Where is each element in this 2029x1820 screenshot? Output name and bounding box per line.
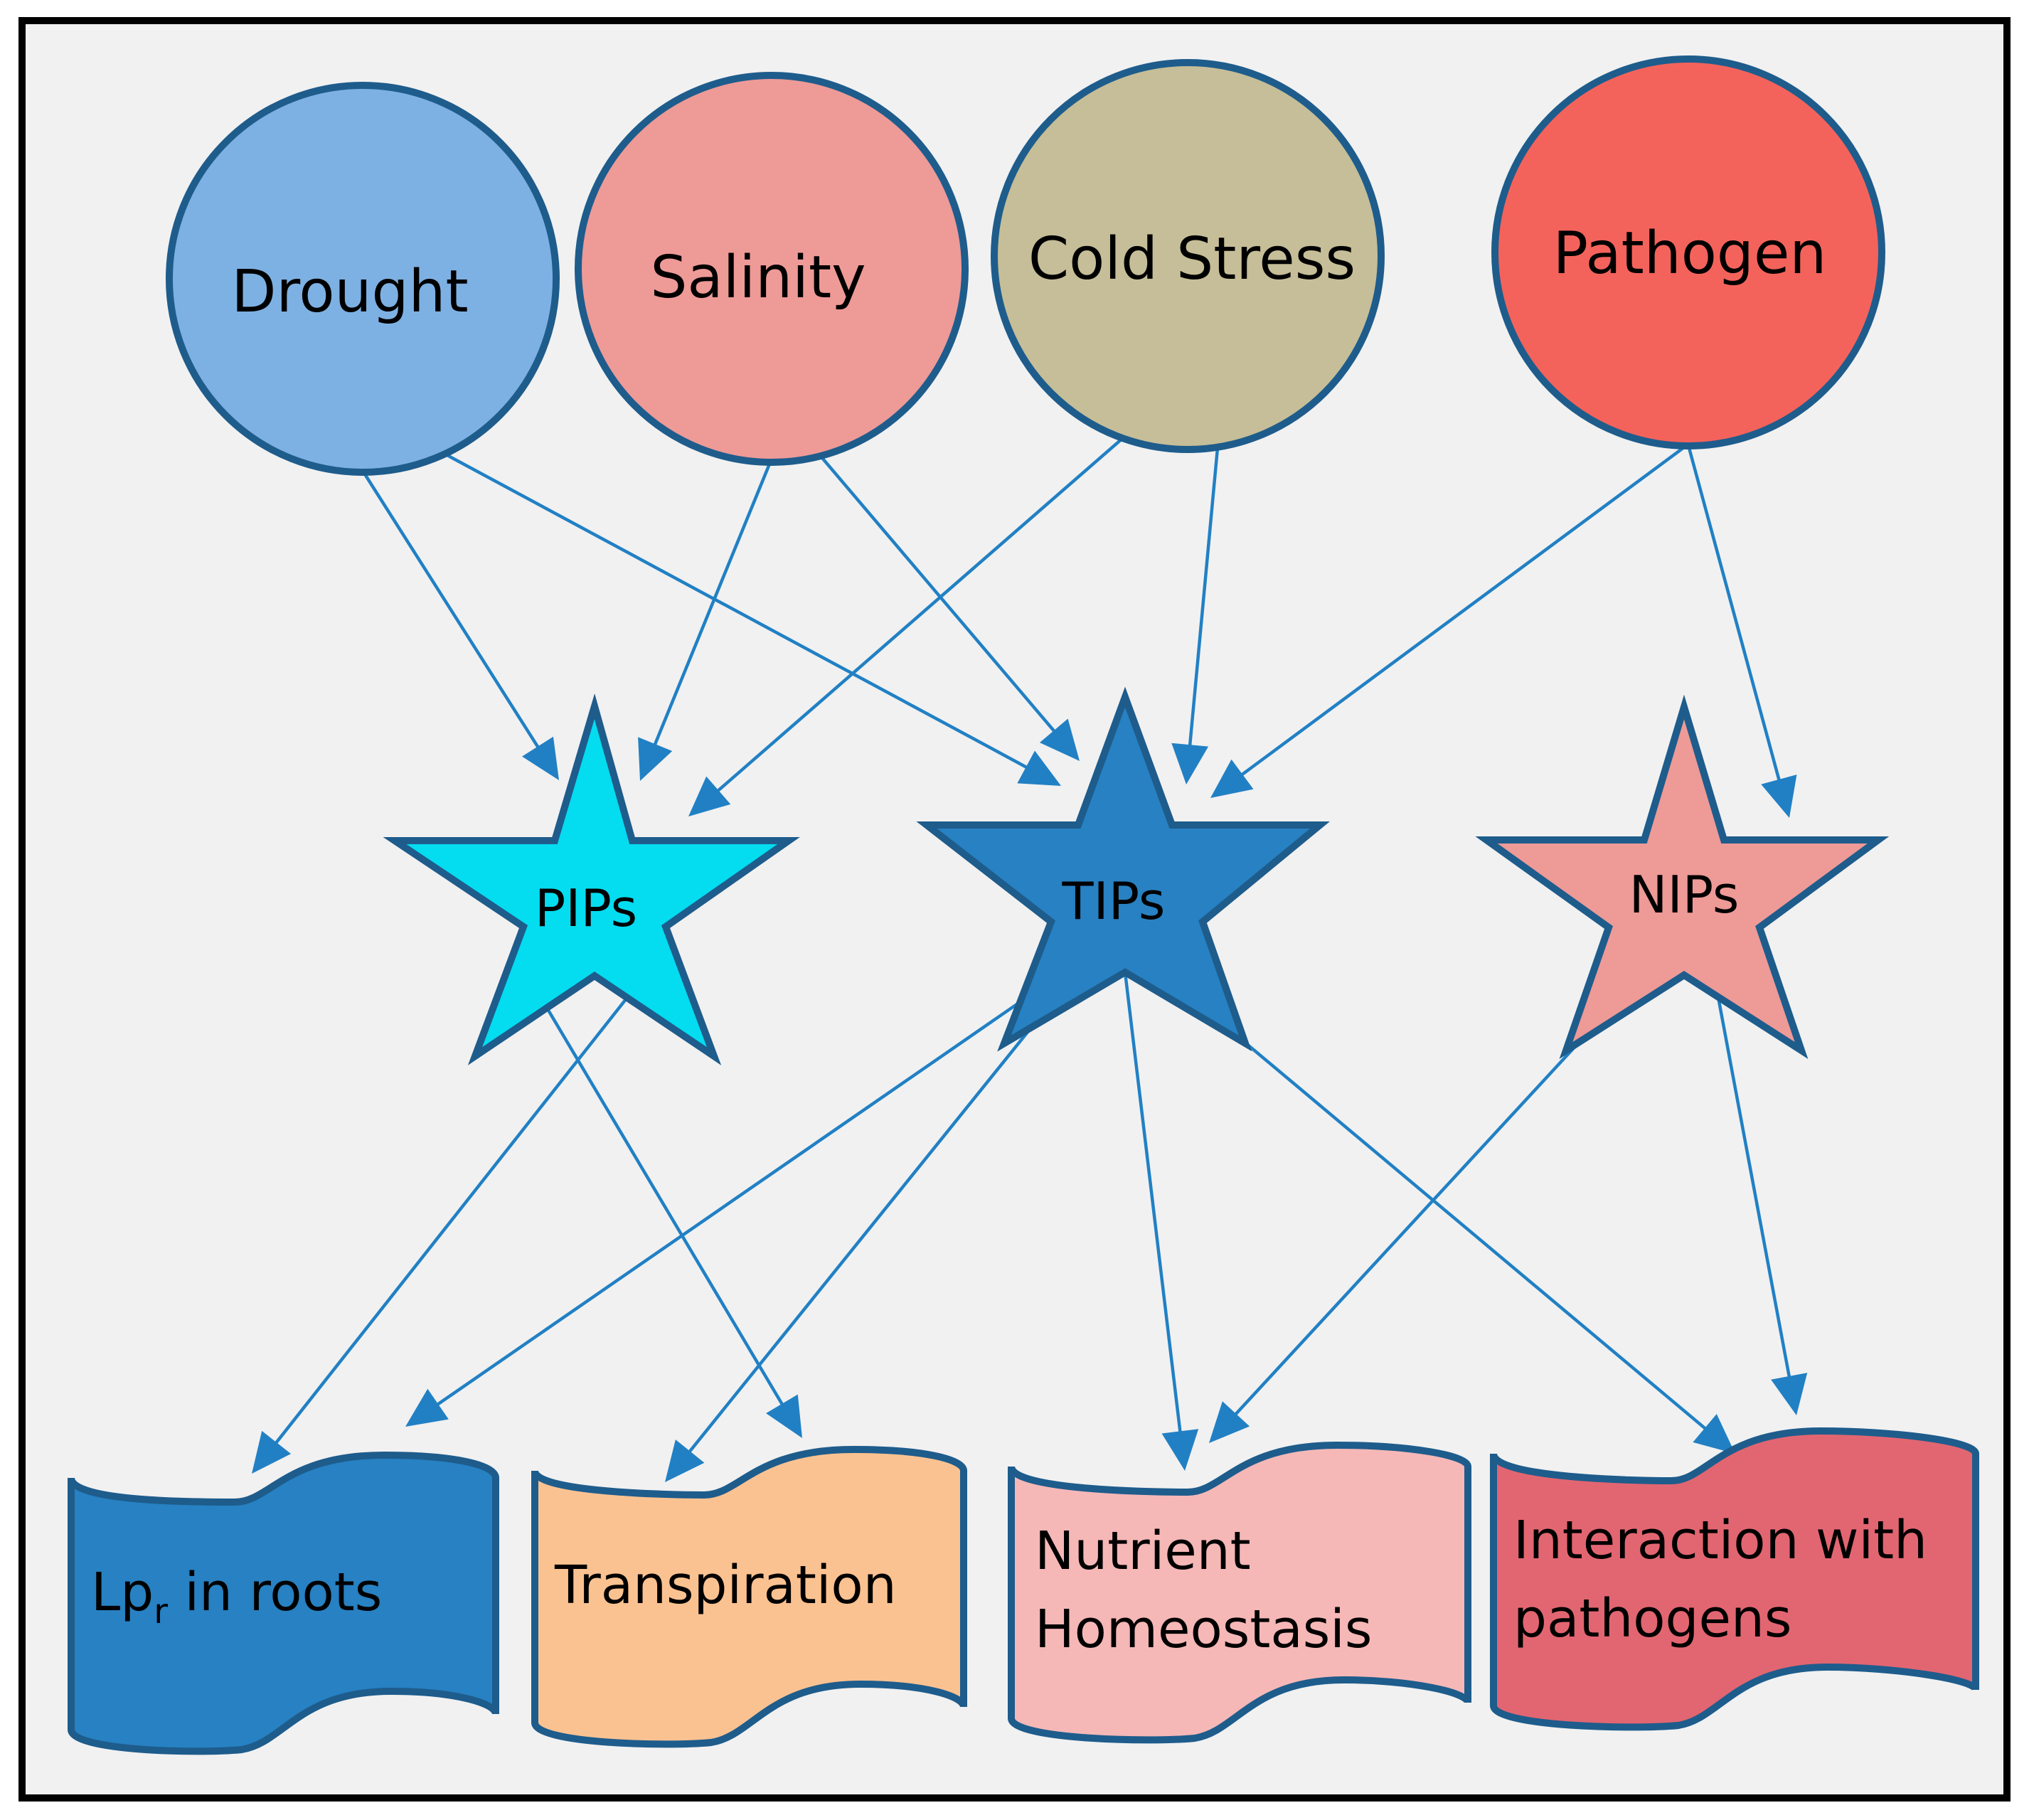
outcome-nutrient: Nutrient Homeostasis	[1008, 1441, 1471, 1744]
arrow-head	[1693, 1414, 1735, 1454]
cold-stress-label: Cold Stress	[1028, 225, 1356, 293]
arrow-line	[361, 469, 541, 750]
arrow-line	[435, 971, 1065, 1407]
arrow-head	[1017, 750, 1061, 786]
arrow-line	[809, 443, 1058, 734]
arrow-line	[443, 452, 1030, 770]
outcome-lpr: Lpr in roots	[68, 1451, 499, 1755]
arrow-line	[543, 1003, 785, 1407]
outcome-transpiration: Transpiration	[531, 1445, 967, 1748]
arrow-salinity-to-tips	[809, 443, 1080, 761]
arrow-line	[715, 436, 1125, 794]
arrow-drought-to-tips	[443, 452, 1061, 786]
arrow-head	[638, 737, 673, 781]
arrow-head	[1771, 1373, 1808, 1415]
stressor-drought: Drought	[166, 82, 560, 476]
arrow-nips-to-interaction	[1712, 974, 1808, 1415]
arrow-line	[1239, 444, 1688, 777]
salinity-circle	[575, 72, 969, 466]
arrow-head	[522, 736, 559, 780]
interaction-label-line2: pathogens	[1513, 1588, 1791, 1649]
lpr-label-main: Lp	[91, 1562, 154, 1623]
transpiration-banner	[531, 1445, 967, 1748]
arrow-tips-to-nutrient	[1123, 972, 1199, 1471]
pips-star	[383, 693, 800, 1065]
stressor-pathogen: Pathogen	[1491, 55, 1885, 449]
lpr-label-rest: in roots	[168, 1562, 382, 1623]
arrow-line	[273, 994, 630, 1446]
arrow-head	[405, 1388, 449, 1427]
stressor-salinity: Salinity	[575, 72, 969, 466]
drought-label: Drought	[231, 258, 468, 326]
transpiration-label: Transpiration	[554, 1555, 897, 1616]
lpr-label-subscript: r	[154, 1592, 168, 1632]
arrow-pips-to-transpiration	[543, 1003, 802, 1438]
arrow-line	[1712, 974, 1791, 1380]
arrow-line	[1188, 447, 1220, 748]
arrow-tips-to-lpr	[405, 971, 1065, 1427]
arrow-tips-to-interaction	[1245, 1042, 1735, 1454]
arrow-line	[652, 458, 774, 747]
arrow-drought-to-pips	[361, 469, 559, 780]
arrow-head	[665, 1439, 705, 1482]
arrow-salinity-to-pips	[638, 458, 774, 781]
cold-stress-circle	[991, 59, 1385, 453]
arrow-head	[766, 1394, 802, 1438]
nutrient-banner	[1008, 1441, 1471, 1744]
arrow-pips-to-lpr	[252, 994, 630, 1474]
arrow-cold-to-tips	[1171, 447, 1220, 784]
arrow-head	[1209, 1401, 1250, 1443]
interaction-banner	[1490, 1427, 1979, 1731]
arrow-line	[1245, 1042, 1708, 1432]
aquaporin-pips: PIPs	[383, 693, 800, 1065]
salinity-label: Salinity	[650, 244, 866, 312]
nutrient-label-line1: Nutrient	[1035, 1521, 1251, 1582]
arrow-line	[1123, 972, 1183, 1435]
nutrient-label-line2: Homeostasis	[1035, 1599, 1372, 1660]
lpr-banner	[68, 1451, 499, 1755]
arrow-pathogen-to-nips	[1686, 445, 1797, 818]
outcome-interaction: Interaction with pathogens	[1490, 1427, 1979, 1731]
pathogen-label: Pathogen	[1553, 220, 1827, 287]
arrow-head	[1210, 759, 1254, 798]
arrow-head	[1761, 775, 1797, 818]
aquaporin-tips: TIPs	[916, 686, 1330, 1052]
tips-star	[916, 686, 1330, 1052]
pips-label: PIPs	[535, 878, 637, 938]
arrow-pathogen-to-tips	[1210, 444, 1688, 798]
arrow-tips-to-transpiration	[665, 1009, 1047, 1482]
interaction-label-line1: Interaction with	[1513, 1510, 1927, 1571]
aquaporin-nips: NIPs	[1475, 694, 1890, 1059]
arrow-head	[1161, 1429, 1199, 1471]
arrow-line	[1686, 445, 1782, 783]
pathogen-circle	[1491, 55, 1885, 449]
arrow-line	[686, 1009, 1047, 1454]
edges-layer	[252, 436, 1808, 1482]
arrow-head	[1039, 718, 1080, 761]
arrow-head	[1171, 743, 1209, 784]
nips-star	[1475, 694, 1890, 1059]
drought-circle	[166, 82, 560, 476]
arrow-cold-to-pips	[688, 436, 1125, 816]
lpr-label: Lpr in roots	[91, 1562, 382, 1632]
arrow-line	[1232, 1033, 1587, 1417]
tips-label: TIPs	[1062, 871, 1166, 931]
arrow-head	[252, 1430, 292, 1474]
arrow-head	[688, 776, 731, 816]
stressor-cold: Cold Stress	[991, 59, 1385, 453]
nips-label: NIPs	[1629, 865, 1740, 925]
arrow-nips-to-nutrient	[1209, 1033, 1587, 1443]
